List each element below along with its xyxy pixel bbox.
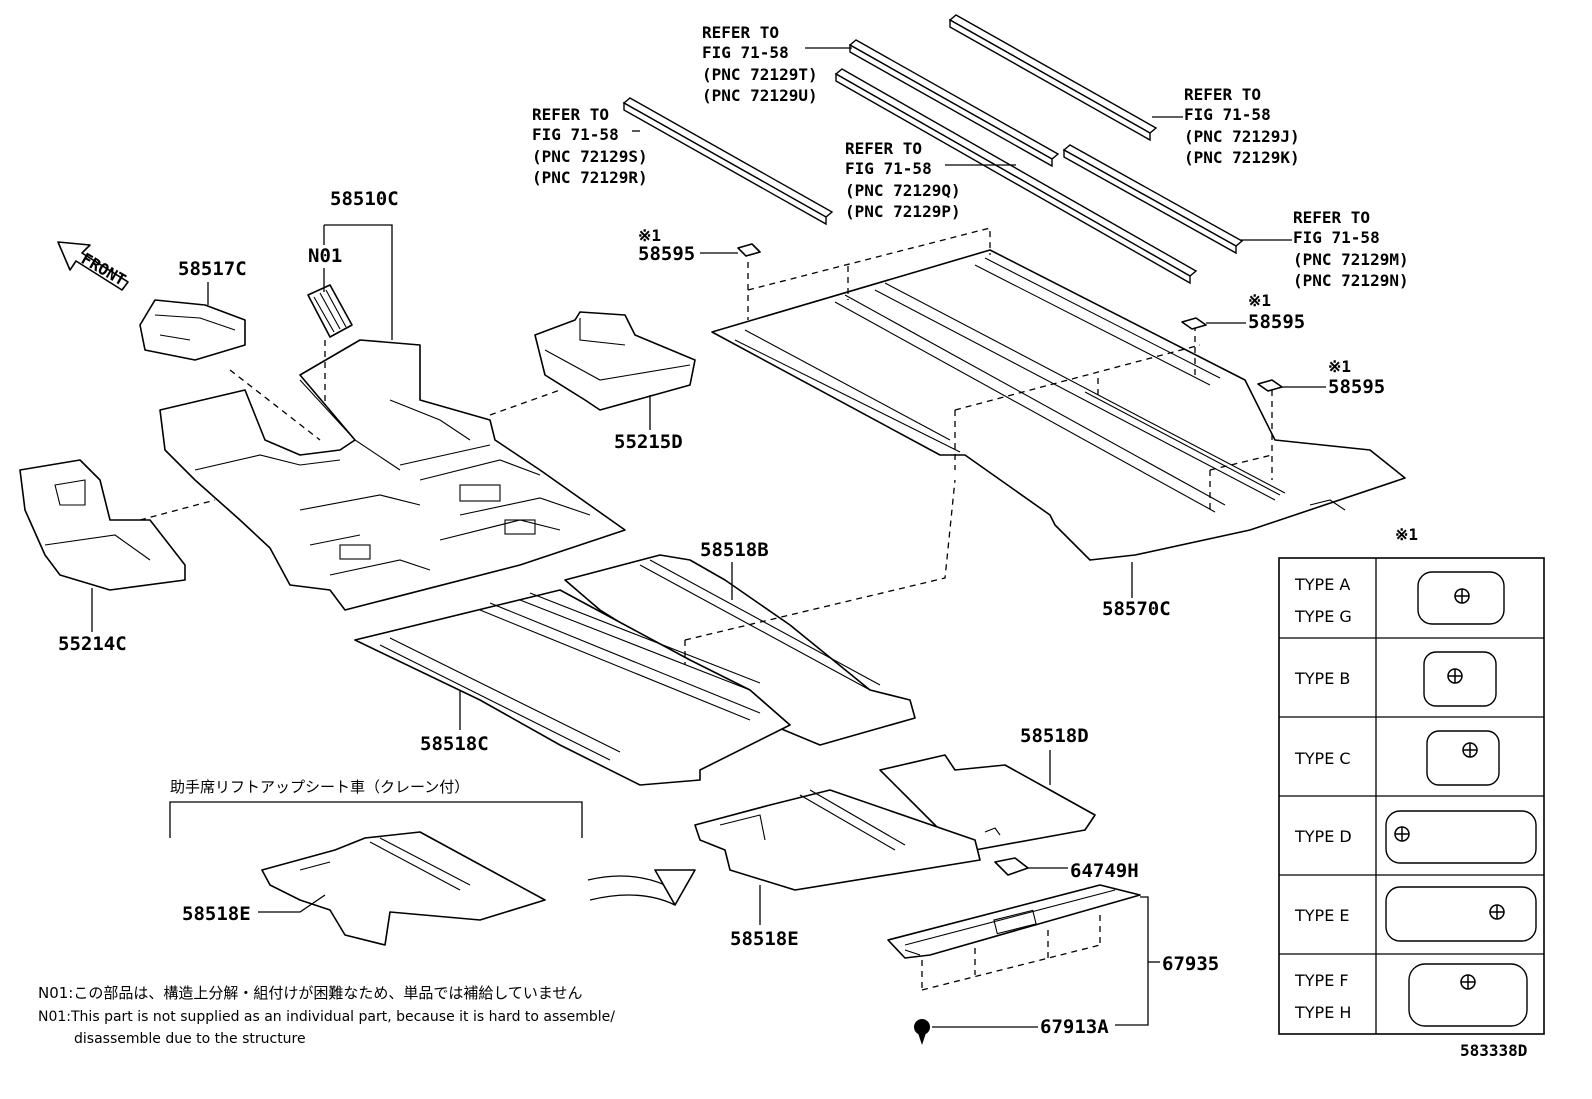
svg-text:(PNC 72129P): (PNC 72129P) [845, 202, 961, 221]
type-b-label: TYPE B [1294, 669, 1350, 688]
label-67935: 67935 [1162, 953, 1219, 975]
refer-label-4: REFER TO FIG 71-58 (PNC 72129J) (PNC 721… [1152, 85, 1300, 167]
label-67913A: 67913A [1040, 1016, 1109, 1038]
clip-58595-c [1257, 379, 1283, 392]
svg-text:REFER TO: REFER TO [532, 105, 609, 124]
type-a-label: TYPE A [1294, 575, 1350, 594]
label-58570C: 58570C [1102, 598, 1171, 620]
label-58518E-a: 58518E [182, 903, 251, 925]
label-58595-c: 58595 [1328, 376, 1385, 398]
label-N01: N01 [308, 245, 342, 267]
svg-text:FIG 71-58: FIG 71-58 [1184, 105, 1271, 124]
scuff-plate-67935 [887, 884, 1141, 959]
type-g-label: TYPE G [1294, 607, 1352, 626]
clip-position-icon [1394, 826, 1410, 842]
type-e-label: TYPE E [1294, 906, 1350, 925]
label-58518C: 58518C [420, 733, 489, 755]
label-58595-a: 58595 [638, 243, 695, 265]
table-mark: ※1 [1395, 525, 1418, 544]
label-55215D: 55215D [614, 431, 683, 453]
clip-58595-a [737, 243, 761, 257]
svg-text:(PNC 72129T): (PNC 72129T) [702, 65, 818, 84]
figure-id: 583338D [1460, 1041, 1527, 1060]
refer-label-5: REFER TO FIG 71-58 (PNC 72129M) (PNC 721… [1240, 208, 1409, 290]
part-64749H [994, 857, 1029, 876]
svg-text:REFER TO: REFER TO [1184, 85, 1261, 104]
svg-text:REFER TO: REFER TO [1293, 208, 1370, 227]
svg-text:(PNC 72129M): (PNC 72129M) [1293, 250, 1409, 269]
pad-N01 [307, 284, 353, 338]
svg-text:REFER TO: REFER TO [702, 23, 779, 42]
type-table: TYPE A TYPE G TYPE B TYPE C TYPE D [1278, 557, 1545, 1035]
mark-1: ※1 [638, 226, 661, 245]
type-d-label: TYPE D [1294, 827, 1352, 846]
svg-text:(PNC 72129R): (PNC 72129R) [532, 168, 648, 187]
part-58517C [139, 299, 246, 361]
label-58518B: 58518B [700, 539, 769, 561]
svg-text:(PNC 72129U): (PNC 72129U) [702, 86, 818, 105]
clip-position-icon [1489, 904, 1505, 920]
jp-caption: 助手席リフトアップシート車（クレーン付） [170, 778, 469, 796]
svg-text:(PNC 72129N): (PNC 72129N) [1293, 271, 1409, 290]
label-58518D: 58518D [1020, 725, 1089, 747]
label-64749H: 64749H [1070, 860, 1139, 882]
clip-position-icon [1454, 588, 1470, 604]
svg-text:(PNC 72129J): (PNC 72129J) [1184, 127, 1300, 146]
note-jp: N01:この部品は、構造上分解・組付けが困難なため、単品では補給していません [38, 984, 582, 1002]
type-h-label: TYPE H [1294, 1003, 1351, 1022]
type-c-label: TYPE C [1294, 749, 1351, 768]
scuff-strip-3 [834, 68, 1198, 285]
part-55214C [19, 459, 186, 591]
label-55214C: 55214C [58, 633, 127, 655]
clip-58595-b [1181, 317, 1207, 330]
svg-text:(PNC 72129K): (PNC 72129K) [1184, 148, 1300, 167]
rear-floor-carpet-58570C [711, 249, 1406, 561]
scuff-strip-1 [622, 97, 834, 226]
label-58517C: 58517C [178, 258, 247, 280]
floor-mat-58518D [879, 754, 1096, 851]
note-en-2: disassemble due to the structure [74, 1031, 306, 1047]
svg-text:(PNC 72129Q): (PNC 72129Q) [845, 181, 961, 200]
front-label: FRONT [78, 249, 129, 290]
floor-mat-58518E [694, 789, 981, 891]
svg-text:FIG 71-58: FIG 71-58 [845, 159, 932, 178]
floor-mat-58518C [354, 589, 791, 786]
clip-67913A-icon [914, 1019, 930, 1045]
type-f-label: TYPE F [1294, 971, 1349, 990]
floor-mat-58518E-variant [261, 831, 546, 946]
svg-text:FIG 71-58: FIG 71-58 [702, 43, 789, 62]
transition-arrow-icon [587, 869, 696, 906]
scuff-strip-5 [1062, 144, 1244, 255]
clip-position-icon [1462, 742, 1478, 758]
svg-text:REFER TO: REFER TO [845, 139, 922, 158]
front-floor-carpet-58510C [159, 339, 626, 611]
svg-text:(PNC 72129S): (PNC 72129S) [532, 147, 648, 166]
svg-text:FIG 71-58: FIG 71-58 [1293, 228, 1380, 247]
refer-label-1: REFER TO FIG 71-58 (PNC 72129T) (PNC 721… [702, 23, 852, 105]
mark-3: ※1 [1328, 357, 1351, 376]
scuff-strip-4 [948, 14, 1158, 142]
label-58518E-b: 58518E [730, 928, 799, 950]
svg-text:FIG 71-58: FIG 71-58 [532, 125, 619, 144]
part-55215D [534, 311, 696, 411]
label-58595-b: 58595 [1248, 311, 1305, 333]
scuff-strip-2 [848, 39, 1060, 168]
refer-label-2: REFER TO FIG 71-58 (PNC 72129S) (PNC 721… [532, 105, 648, 187]
clip-position-icon [1447, 668, 1463, 684]
mark-2: ※1 [1248, 291, 1271, 310]
front-arrow-icon [57, 241, 129, 291]
clip-position-icon [1460, 974, 1476, 990]
note-en-1: N01:This part is not supplied as an indi… [38, 1009, 615, 1025]
refer-label-3: REFER TO FIG 71-58 (PNC 72129Q) (PNC 721… [845, 139, 1016, 221]
label-58510C: 58510C [330, 188, 399, 210]
